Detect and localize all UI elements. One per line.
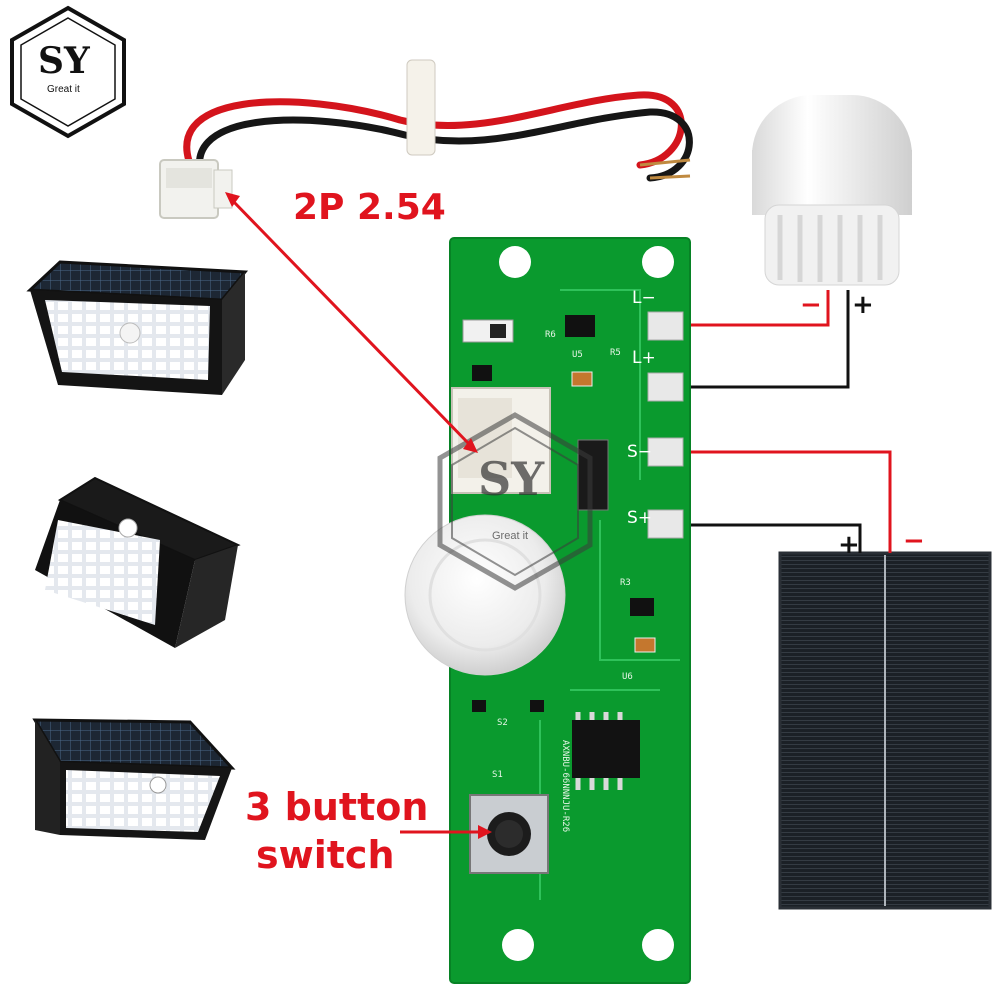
silk-u6: U6: [622, 672, 633, 682]
silk-u5: U5: [572, 350, 583, 360]
silk-s1: S1: [492, 770, 503, 780]
switch-callout-line2: switch: [256, 833, 395, 877]
silk-board-id: AXNBU-66NNNJU-R26: [560, 740, 570, 833]
pad-label-load-pos: L+: [632, 348, 656, 368]
brand-logo-text: SY: [38, 40, 90, 82]
solar-wall-light-3: [32, 718, 236, 840]
panel-positive-label: +: [838, 530, 860, 560]
bulb-positive-label: +: [852, 290, 874, 320]
led-bulb: [752, 95, 912, 286]
panel-negative-label: −: [903, 526, 925, 556]
wire-harness: [159, 59, 693, 219]
callout-arrows: [225, 192, 492, 839]
solar-panel: [778, 551, 992, 910]
watermark-text: SY: [478, 452, 545, 506]
silk-r3: R3: [620, 578, 631, 588]
silk-s2: S2: [497, 718, 508, 728]
pad-label-load-neg: L−: [632, 288, 656, 308]
switch-callout-line1: 3 button: [245, 785, 429, 829]
brand-logo: [10, 5, 126, 139]
watermark-tagline: Great it: [492, 530, 529, 542]
wiring-lines: [683, 290, 892, 553]
watermark: [437, 412, 593, 591]
silk-r6: R6: [545, 330, 556, 340]
connector-callout: 2P 2.54: [293, 187, 446, 228]
bulb-negative-label: −: [800, 290, 822, 320]
solar-wall-light-2: [35, 476, 241, 648]
pad-label-solar-neg: S−: [627, 442, 653, 462]
pcb-board: [404, 237, 691, 984]
pad-label-solar-pos: S+: [627, 508, 653, 528]
silk-r5: R5: [610, 348, 621, 358]
brand-tagline: Great it: [47, 84, 80, 95]
solar-wall-light-1: [26, 260, 249, 395]
